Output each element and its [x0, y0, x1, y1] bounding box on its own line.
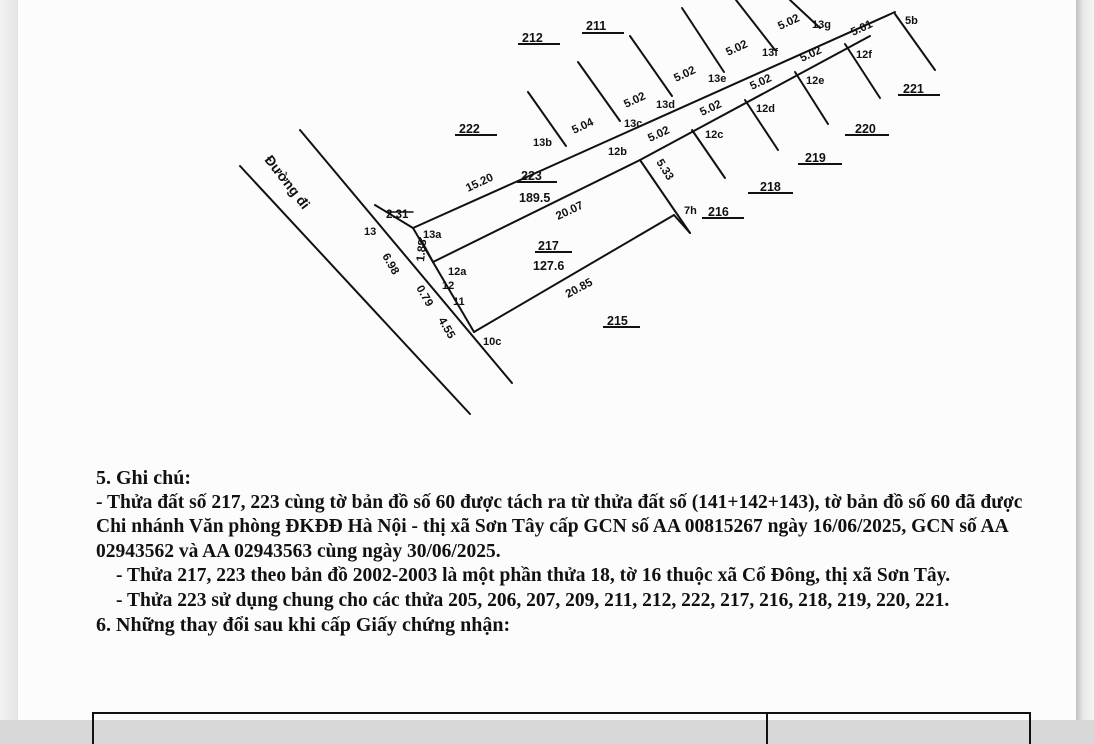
parcel-area-223: 189.5: [519, 191, 550, 205]
dim-label-5.02-12c: 5.02: [698, 98, 723, 118]
parcel-label-220: 220: [855, 122, 876, 136]
divider-12f: [844, 43, 881, 99]
dim-label-1.88: 1.88: [415, 238, 429, 262]
divider-13g: [789, 0, 821, 29]
divider-13b: [527, 91, 567, 147]
boundary-bottom-217: [473, 214, 675, 333]
point-label-13a: 13a: [423, 229, 442, 241]
parcel-label-221: 221: [903, 82, 924, 96]
point-label-13e: 13e: [708, 73, 726, 85]
point-label-12f: 12f: [856, 49, 872, 61]
road-label: Đường đi: [262, 152, 314, 212]
dim-label-2.31: 2.31: [386, 209, 409, 221]
dim-label-5.02-13f: 5.02: [776, 12, 801, 32]
dim-label-20.07: 20.07: [554, 200, 585, 223]
dim-label-5.02-12e: 5.02: [798, 44, 823, 64]
divider-13c: [577, 61, 621, 122]
point-label-5b: 5b: [905, 15, 918, 27]
note-item-2: - Thửa 217, 223 theo bản đồ 2002-2003 là…: [116, 565, 951, 586]
divider-13d: [629, 35, 673, 97]
parcel-label-223: 223: [521, 169, 542, 183]
dim-label-5.02-13c: 5.02: [622, 90, 647, 110]
dim-label-6.98: 6.98: [379, 252, 401, 278]
divider-12g: [894, 13, 936, 71]
point-label-13b: 13b: [533, 137, 552, 149]
boundary-top-223: [412, 11, 896, 229]
point-label-12d: 12d: [756, 103, 775, 115]
parcel-label-217: 217: [538, 239, 559, 253]
parcel-label-211: 211: [586, 19, 606, 33]
dim-label-5.01: 5.01: [849, 18, 875, 39]
dim-label-5.02-13d: 5.02: [672, 64, 697, 84]
point-label-13g: 13g: [812, 19, 831, 31]
dim-label-5.04: 5.04: [570, 116, 596, 137]
parcel-label-222: 222: [459, 122, 480, 136]
notes-section: 5. Ghi chú: - Thửa đất số 217, 223 cùng …: [96, 466, 1046, 638]
point-label-12: 12: [442, 280, 454, 292]
boundary-7h-edge: [673, 214, 691, 234]
boundary-shared-217-223: [432, 159, 641, 263]
divider-12d: [744, 99, 779, 151]
point-label-11: 11: [453, 296, 465, 308]
parcel-area-217: 127.6: [533, 259, 564, 273]
parcel-label-215: 215: [607, 314, 628, 328]
point-label-12e: 12e: [806, 75, 824, 87]
point-label-12b: 12b: [608, 146, 627, 158]
divider-12c: [691, 129, 726, 179]
boundary-12b-top: [639, 35, 871, 161]
page-right-edge: [1076, 0, 1094, 720]
point-label-13: 13: [364, 226, 376, 238]
changes-table: [92, 712, 1031, 744]
dim-label-5.33: 5.33: [653, 157, 675, 182]
point-label-12a: 12a: [448, 266, 467, 278]
dim-label-5.02-12b: 5.02: [646, 124, 671, 144]
note-item-1: - Thửa đất số 217, 223 cùng tờ bản đồ số…: [96, 491, 1023, 562]
road-edge-outer: [239, 165, 471, 415]
point-label-10c: 10c: [483, 336, 501, 348]
divider-13e: [681, 7, 725, 73]
notes-heading: 5. Ghi chú:: [96, 467, 192, 489]
parcel-label-218: 218: [760, 180, 781, 194]
point-label-13f: 13f: [762, 47, 778, 59]
parcel-label-212: 212: [522, 31, 543, 45]
section-6-heading: 6. Những thay đổi sau khi cấp Giấy chứng…: [96, 614, 511, 636]
road-edge-inner: [299, 129, 513, 384]
point-label-12c: 12c: [705, 129, 723, 141]
dim-label-20.85: 20.85: [564, 276, 596, 300]
dim-label-5.02-13e: 5.02: [724, 38, 749, 58]
divider-13f: [735, 0, 776, 51]
page-left-margin: [0, 0, 18, 720]
note-item-3: - Thửa 223 sử dụng chung cho các thửa 20…: [116, 589, 950, 611]
divider-12e: [794, 71, 829, 125]
dim-label-15.20: 15.20: [464, 172, 495, 195]
point-label-13d: 13d: [656, 99, 675, 111]
boundary-12b-7h: [639, 159, 691, 234]
point-label-7h: 7h: [684, 205, 697, 217]
parcel-label-216: 216: [708, 205, 729, 219]
parcel-label-219: 219: [805, 151, 826, 165]
changes-table-divider: [766, 714, 768, 744]
boundary-13-13a: [374, 204, 414, 229]
dim-label-4.55: 4.55: [435, 316, 457, 342]
point-label-13c: 13c: [624, 118, 642, 130]
boundary-13a-12a: [419, 237, 434, 263]
cadastral-map: Đường đi 212 211 222 223 189.5 217 127.6…: [239, 0, 940, 415]
